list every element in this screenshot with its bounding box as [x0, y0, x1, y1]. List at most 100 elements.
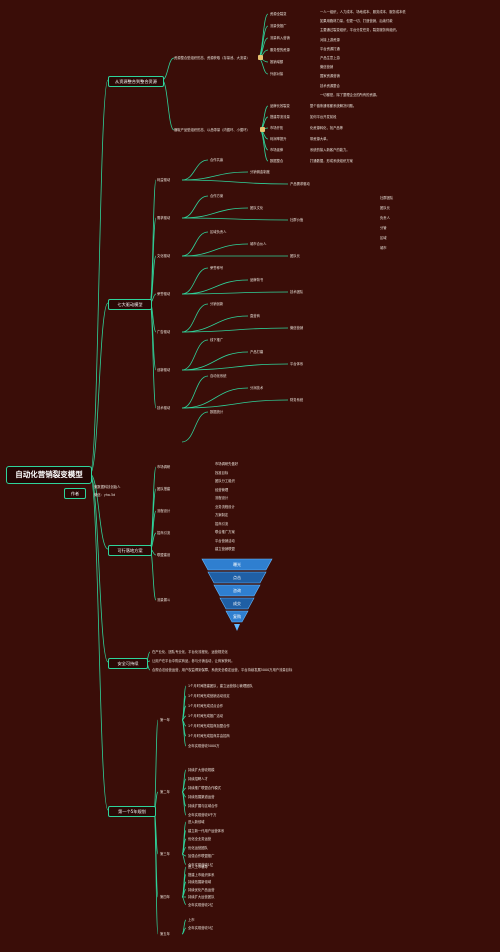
b2-detail: 微信营销 — [290, 326, 304, 330]
b5-year-item: 优化运营团队 — [188, 845, 208, 850]
author-line-1: 微数据科技创始人 — [94, 485, 121, 489]
b2-item[interactable]: 广告驱动 — [157, 330, 171, 334]
b5-year[interactable]: 第一年 — [160, 718, 170, 722]
b5-year[interactable]: 第三年 — [160, 852, 170, 856]
b1-c2-item[interactable]: 品牌长效裂变 — [270, 104, 290, 108]
connector — [181, 159, 209, 181]
b1-c1-detail: 产品生意上游 — [320, 56, 340, 60]
b5-year[interactable]: 第二年 — [160, 790, 170, 794]
connector — [161, 79, 175, 131]
connector — [181, 927, 187, 935]
b1-c1-detail: 微信营销 — [320, 65, 334, 70]
b1-c1-item[interactable]: 流量快推广 — [270, 24, 287, 28]
b5-year-item: 加强合作联盟推广 — [188, 854, 215, 858]
b5-year[interactable]: 第五年 — [160, 932, 170, 936]
connector — [181, 171, 249, 181]
b3-detail: 业务流程设计 — [215, 504, 235, 509]
b2-item[interactable]: 荣誉驱动 — [157, 292, 171, 296]
connector — [181, 207, 249, 219]
connector — [181, 821, 187, 855]
connector — [181, 399, 289, 409]
b2-detail: 荣誉称号 — [210, 266, 224, 270]
funnel-level — [201, 558, 273, 571]
b1-c1-detail: 国家资源营销 — [320, 74, 340, 79]
b3-item[interactable]: 市场调研 — [157, 465, 171, 469]
b3-item[interactable]: 招商引流 — [157, 531, 171, 535]
b3-detail: 找准目标 — [215, 470, 229, 475]
b5-year-item: 1个月时间完成推广活动 — [188, 714, 224, 718]
connector — [181, 303, 209, 333]
b1-c2-item[interactable]: 市场开拓 — [270, 126, 284, 130]
b5-year[interactable]: 第四年 — [160, 895, 170, 899]
b5-year-item: 持续推广联盟合作模式 — [188, 786, 221, 790]
branch-1[interactable]: 从资源整合到整合资源 — [108, 76, 164, 87]
b5-year-item: 全年实现营收5亿 — [188, 926, 214, 930]
b3-item[interactable]: 联盟建设 — [157, 553, 171, 557]
funnel-level — [207, 571, 267, 584]
root-node[interactable]: 自动化营销裂变模型 — [6, 466, 92, 484]
b1-child-2[interactable]: 赚取产品型组织形态、以品带量（内循环、小循环） — [174, 128, 250, 132]
connector — [89, 473, 109, 663]
connector — [181, 411, 209, 443]
b1-c1-item[interactable]: 服务型的资源 — [270, 48, 290, 52]
b1-c2-detail: 系统的接入新客户的能力。 — [310, 148, 350, 152]
b1-c1-item[interactable]: 推销增额 — [270, 60, 284, 64]
connector — [257, 13, 269, 59]
b1-c1-detail: 平台资源打通 — [320, 46, 340, 51]
connector — [181, 351, 249, 371]
note-icon — [258, 55, 263, 60]
b2-item[interactable]: 创新驱动 — [157, 368, 171, 372]
b2-detail: 分销创新 — [210, 302, 224, 306]
b1-c1-item[interactable]: 流量转入营销 — [270, 36, 290, 40]
connector — [181, 375, 209, 409]
b3-funnel-label[interactable]: 流量漏斗 — [157, 598, 171, 602]
b5-year-item: 1个月时间搭建团队，建立运营核心管理团队 — [188, 684, 253, 688]
b2-sales-level: 社群团队 — [380, 196, 394, 200]
b5-year-item: 搭建上市组织体系 — [188, 872, 215, 877]
branch-2[interactable]: 七大驱动模型 — [108, 299, 152, 310]
b1-c2-item[interactable]: 市场延伸 — [270, 148, 284, 152]
b2-sales-level: 负责人 — [380, 216, 390, 220]
b2-detail: 合作共赢 — [210, 158, 224, 162]
b2-detail: 区域负责人 — [210, 230, 227, 234]
b1-c1-item[interactable]: 资源全裂变 — [270, 12, 287, 16]
connector — [181, 896, 187, 905]
connector — [181, 791, 187, 816]
b2-item[interactable]: 需求驱动 — [157, 216, 171, 220]
b2-detail: 技术团队 — [290, 290, 304, 294]
b5-year-item: 全年实现营收1亿 — [188, 862, 214, 867]
b2-detail: 城市合伙人 — [250, 242, 267, 246]
connector — [181, 217, 289, 221]
funnel-level — [225, 610, 249, 623]
b1-c2-item[interactable]: 数据整合 — [270, 159, 284, 163]
funnel-level — [213, 584, 261, 597]
b1-c2-item[interactable]: 利润率提升 — [270, 137, 287, 141]
b5-year-item: 持续拓展渠道运营 — [188, 795, 215, 799]
b3-item[interactable]: 团队搭建 — [157, 487, 171, 491]
b2-detail: 产品需求驱动 — [290, 182, 310, 186]
b3-item[interactable]: 流程设计 — [157, 509, 171, 513]
connector — [89, 473, 109, 550]
b5-year-item: 全年实现营收2亿 — [188, 902, 214, 907]
b1-c2-detail: 打通数据，形成系统组织方案 — [310, 159, 353, 163]
note-icon — [260, 127, 265, 132]
b5-year-item: 持续扩展与区域合作 — [188, 804, 218, 808]
branch-3[interactable]: 可行落地方案 — [108, 545, 152, 556]
b2-detail: 平台体系 — [290, 362, 304, 366]
b3-detail: 平台营销活动 — [215, 538, 235, 543]
b2-item[interactable]: 文化驱动 — [157, 254, 171, 258]
b2-detail: 品牌背书 — [250, 278, 264, 282]
b5-year-item: 持续扩大营收规模 — [188, 768, 215, 772]
branch-4[interactable]: 安全可持续 — [108, 658, 148, 669]
funnel-level-label: 曝光 — [233, 561, 241, 567]
b2-item[interactable]: 利益驱动 — [157, 178, 171, 182]
b2-item[interactable]: 技术驱动 — [157, 406, 171, 410]
b1-c1-item[interactable]: 外部对接 — [270, 72, 284, 76]
b5-year-item: 进入上市辅导 — [188, 865, 208, 869]
b1-c1-detail: 一切都是，除了整理企业的所有的资源。 — [320, 92, 380, 97]
b1-child-1[interactable]: 资源整合型组织形态、资源获取（存量池、大流量） — [174, 56, 250, 60]
connector — [89, 79, 109, 475]
b1-c2-item[interactable]: 搭建导流流量 — [270, 115, 290, 119]
branch-5[interactable]: 第一个5年规划 — [108, 806, 156, 817]
b2-detail: 直营商 — [250, 314, 260, 318]
